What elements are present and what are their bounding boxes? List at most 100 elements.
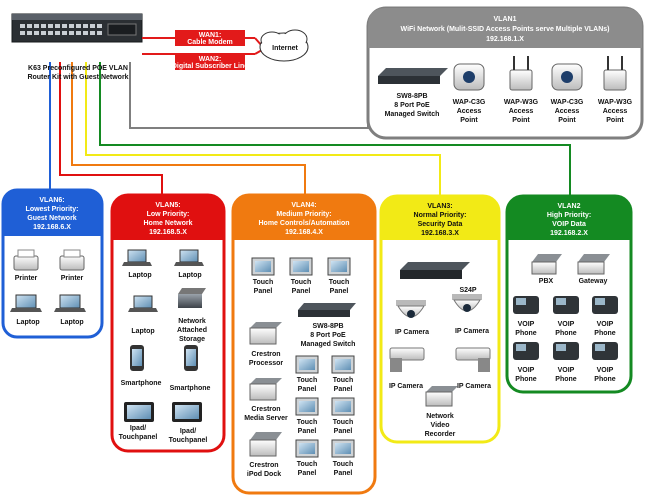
vlan5-phone1-label: Smartphone [121, 380, 162, 387]
ap2-l2: Access [509, 108, 534, 115]
video-recorder-icon [425, 386, 458, 407]
ap2-l1: WAP-W3G [504, 99, 539, 106]
media-l1: Crestron [251, 406, 280, 413]
ap2-l3: Point [512, 117, 530, 124]
poe-switch-icon [378, 68, 448, 84]
media-server-icon [249, 378, 282, 401]
router: K63 Preconfigured POE VLAN Router Kit wi… [11, 13, 143, 81]
vlan6-line1: Lowest Priority: [26, 206, 79, 213]
touch1-l2: Panel [254, 288, 273, 295]
ap3-l2: Access [555, 108, 580, 115]
vlan5-line1: Low Priority: [147, 211, 190, 218]
touch3-l1: Touch [329, 279, 349, 286]
voip3-l2: Phone [594, 330, 615, 337]
touch6-l2: Panel [298, 428, 317, 435]
touch9-l2: Panel [334, 470, 353, 477]
ap1-l3: Point [460, 117, 478, 124]
touch-panel-icon [251, 257, 351, 276]
voip2-l1: VOIP [558, 321, 575, 328]
vlan2-panel: VLAN2 High Priority: VOIP Data 192.168.2… [505, 194, 633, 394]
poe-switch-icon [298, 303, 356, 317]
touch9-l1: Touch [333, 461, 353, 468]
vlan5-title: VLAN5: [155, 202, 180, 209]
rec-l2: Video [431, 422, 450, 429]
touch1-l1: Touch [253, 279, 273, 286]
voip6-l1: VOIP [597, 367, 614, 374]
touch5-l2: Panel [334, 386, 353, 393]
ap3-l3: Point [558, 117, 576, 124]
nas-l2: Attached [177, 327, 207, 334]
dock-l2: iPod Dock [247, 471, 281, 478]
voip1-l2: Phone [515, 330, 536, 337]
vlan2-line1: High Priority: [547, 212, 591, 219]
internet-label: Internet [272, 45, 298, 52]
nvr-switch-icon [400, 262, 470, 279]
nas-l3: Storage [179, 336, 205, 343]
router-caption-line1: K63 Preconfigured POE VLAN [28, 65, 128, 72]
printer2-label: Printer [61, 275, 84, 282]
nas-icon [178, 288, 206, 308]
voip3-l1: VOIP [597, 321, 614, 328]
vlan1-panel: VLAN1 WiFi Network (Mulit-SSID Access Po… [366, 6, 644, 140]
vlan5-link [59, 62, 163, 195]
ap4-l3: Point [606, 117, 624, 124]
proc-l1: Crestron [251, 351, 280, 358]
vlan3-link [85, 62, 441, 196]
printer1-label: Printer [15, 275, 38, 282]
touch-panel-icon [295, 355, 355, 458]
router-caption-line2: Router Kit with Guest Network [27, 74, 128, 81]
bullet-camera-icon [389, 347, 491, 372]
vlan6-laptop1-label: Laptop [16, 319, 39, 326]
vlan6-line2: Guest Network [27, 215, 77, 222]
ap4-l1: WAP-W3G [598, 99, 633, 106]
vlan1-link [129, 62, 369, 129]
vlan5-laptop2-label: Laptop [178, 272, 201, 279]
ipad2-l1: Ipad/ [180, 428, 196, 435]
pbx-label: PBX [539, 278, 554, 285]
wan1-text: Cable Modem [187, 39, 233, 46]
ap4-l2: Access [603, 108, 628, 115]
voip4-l1: VOIP [518, 367, 535, 374]
wan2-text: Digital Subscriber Line [172, 63, 248, 70]
voip1-l1: VOIP [518, 321, 535, 328]
vlan4-switch-l1: SW8-8PB [312, 323, 343, 330]
vlan3-subnet: 192.168.3.X [421, 230, 459, 237]
cam2-label: IP Camera [455, 328, 489, 335]
touch2-l1: Touch [291, 279, 311, 286]
gateway-icon [577, 254, 610, 275]
vlan5-line2: Home Network [143, 220, 192, 227]
touch8-l1: Touch [297, 461, 317, 468]
vlan1-subtitle: WiFi Network (Mulit-SSID Access Points s… [401, 26, 610, 33]
vlan1-subnet: 192.168.1.X [486, 36, 524, 43]
vlan2-subnet: 192.168.2.X [550, 230, 588, 237]
vlan3-panel: VLAN3: Normal Priority: Security Data 19… [379, 194, 501, 444]
laptop-icon [122, 249, 204, 312]
touch7-l1: Touch [333, 419, 353, 426]
vlan-connection-lines [49, 62, 571, 196]
touch5-l1: Touch [333, 377, 353, 384]
internet-cloud-icon [259, 29, 309, 62]
vlan6-title: VLAN6: [39, 197, 64, 204]
media-l2: Media Server [244, 415, 288, 422]
touch4-l1: Touch [297, 377, 317, 384]
cam4-label: IP Camera [457, 383, 491, 390]
touch4-l2: Panel [298, 386, 317, 393]
voip2-l2: Phone [555, 330, 576, 337]
touch3-l2: Panel [330, 288, 349, 295]
dome-camera-icon [396, 294, 482, 318]
printer-icon [13, 249, 85, 271]
vlan3-line1: Normal Priority: [414, 212, 467, 219]
vlan4-subnet: 192.168.4.X [285, 229, 323, 236]
rec-l1: Network [426, 413, 454, 420]
wan2-title: WAN2: [199, 56, 222, 63]
vlan3-line2: Security Data [418, 221, 463, 228]
proc-l2: Processor [249, 360, 284, 367]
tablet-icon [124, 402, 202, 422]
voip5-l2: Phone [555, 376, 576, 383]
nas-l1: Network [178, 318, 206, 325]
ap3-l1: WAP-C3G [551, 99, 584, 106]
wan2-box [175, 54, 245, 70]
vlan1-switch-l2: 8 Port PoE [394, 102, 430, 109]
voip6-l2: Phone [594, 376, 615, 383]
touch6-l1: Touch [297, 419, 317, 426]
